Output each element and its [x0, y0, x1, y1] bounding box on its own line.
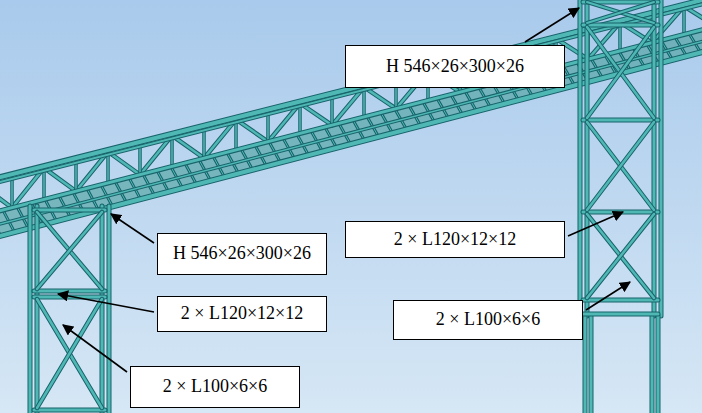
truss-bridge	[0, 0, 702, 239]
steel-member	[37, 299, 102, 408]
steel-member	[37, 212, 102, 289]
member-edge	[656, 316, 661, 413]
steel-member	[587, 122, 654, 210]
member-edge	[35, 206, 40, 413]
member-edge	[650, 316, 655, 413]
section-label: 2 × L120×12×12	[394, 229, 516, 251]
member-edge	[34, 408, 105, 413]
member-edge	[34, 295, 105, 300]
steel-member	[590, 316, 593, 413]
member-edge	[0, 27, 702, 213]
steel-member	[587, 27, 654, 118]
member-edge	[659, 0, 664, 316]
steel-member	[108, 206, 111, 413]
member-edge	[0, 0, 702, 180]
section-label: 2 × L100×6×6	[436, 309, 540, 331]
support-towers	[30, 0, 661, 413]
member-edge	[34, 289, 105, 294]
member-edge	[587, 27, 654, 118]
member-edge	[587, 122, 654, 210]
steel-member	[660, 0, 663, 316]
leader-arrow	[525, 8, 579, 42]
section-label: 2 × L100×6×6	[163, 376, 267, 398]
steel-member	[37, 299, 102, 408]
steel-member	[0, 39, 702, 227]
member-edge	[587, 214, 654, 298]
steel-member	[0, 184, 12, 208]
steel-member	[0, 0, 702, 180]
member-edge	[585, 0, 590, 316]
member-edge	[587, 214, 654, 298]
member-edge	[107, 206, 112, 413]
steel-member	[34, 290, 105, 293]
steel-member	[587, 2, 654, 23]
steel-member	[583, 24, 658, 27]
section-callout-box: 2 × L120×12×12	[345, 221, 565, 258]
member-edge	[37, 212, 102, 289]
member-edge	[37, 299, 102, 408]
steel-member	[101, 206, 104, 413]
steel-member	[34, 409, 105, 412]
member-edge	[583, 316, 588, 413]
member-edge	[587, 122, 654, 210]
leader-arrow	[111, 214, 154, 243]
steel-member	[0, 27, 702, 213]
member-edge	[587, 2, 654, 23]
section-label: H 546×26×300×26	[386, 56, 524, 78]
steel-member	[37, 212, 102, 289]
steel-member	[651, 316, 654, 413]
steel-member	[587, 2, 654, 23]
steel-member	[29, 206, 32, 413]
steel-member	[587, 122, 654, 210]
member-edge	[583, 118, 658, 123]
leader-arrow	[586, 282, 630, 310]
steel-member	[587, 214, 654, 298]
steel-member	[583, 313, 658, 316]
member-edge	[0, 39, 702, 227]
section-label: H 546×26×300×26	[173, 243, 311, 265]
member-edge	[578, 0, 583, 316]
member-edge	[587, 2, 654, 23]
member-edge	[37, 212, 102, 289]
steel-member	[0, 2, 702, 185]
section-callout-box: 2 × L100×6×6	[393, 300, 583, 340]
member-edge	[0, 184, 12, 208]
member-edge	[587, 27, 654, 118]
steel-member	[583, 119, 658, 122]
steel-member	[579, 0, 582, 316]
section-callout-box: 2 × L120×12×12	[157, 296, 327, 332]
leader-lines	[58, 8, 630, 372]
steel-member	[657, 316, 660, 413]
member-edge	[583, 312, 658, 317]
steel-member	[653, 0, 656, 316]
section-callout-box: H 546×26×300×26	[345, 45, 565, 88]
section-callout-box: H 546×26×300×26	[157, 233, 327, 275]
leader-arrow	[58, 294, 154, 312]
steel-member	[586, 0, 589, 316]
section-label: 2 × L120×12×12	[181, 303, 303, 325]
member-edge	[589, 316, 594, 413]
section-callout-box: 2 × L100×6×6	[130, 366, 300, 408]
member-edge	[652, 0, 657, 316]
member-edge	[34, 208, 105, 213]
member-edge	[583, 23, 658, 28]
steel-member	[587, 214, 654, 298]
steel-member	[36, 206, 39, 413]
leader-arrow	[63, 325, 127, 372]
member-edge	[37, 299, 102, 408]
steel-member	[587, 27, 654, 118]
member-edge	[28, 206, 33, 413]
steel-member	[583, 299, 658, 302]
member-edge	[583, 298, 658, 303]
member-edge	[0, 2, 702, 185]
deck	[0, 28, 702, 238]
leader-arrow	[568, 212, 623, 236]
member-edge	[100, 206, 105, 413]
steel-member	[584, 316, 587, 413]
steel-member	[34, 209, 105, 212]
